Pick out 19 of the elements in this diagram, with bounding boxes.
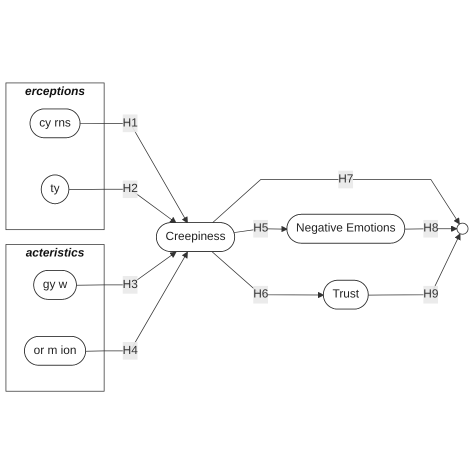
edge-label: H9 — [423, 288, 438, 301]
edge-label: H8 — [423, 222, 438, 235]
edge-label: H5 — [253, 222, 268, 235]
arrow — [368, 233, 460, 296]
node-circle — [456, 222, 468, 235]
arrow — [76, 252, 176, 286]
arrow — [234, 226, 288, 233]
edge-label: H1 — [122, 116, 138, 130]
edge-label: H4 — [122, 344, 138, 357]
edge-label: H6 — [253, 288, 268, 301]
arrow — [212, 251, 324, 298]
arrow — [80, 122, 188, 224]
arrow — [68, 188, 176, 224]
edge-label: H3 — [122, 278, 138, 291]
arrow — [212, 179, 460, 224]
edge-label: H2 — [122, 182, 138, 196]
edge-label: H7 — [338, 172, 354, 186]
arrow — [404, 225, 458, 232]
arrow — [86, 252, 188, 352]
